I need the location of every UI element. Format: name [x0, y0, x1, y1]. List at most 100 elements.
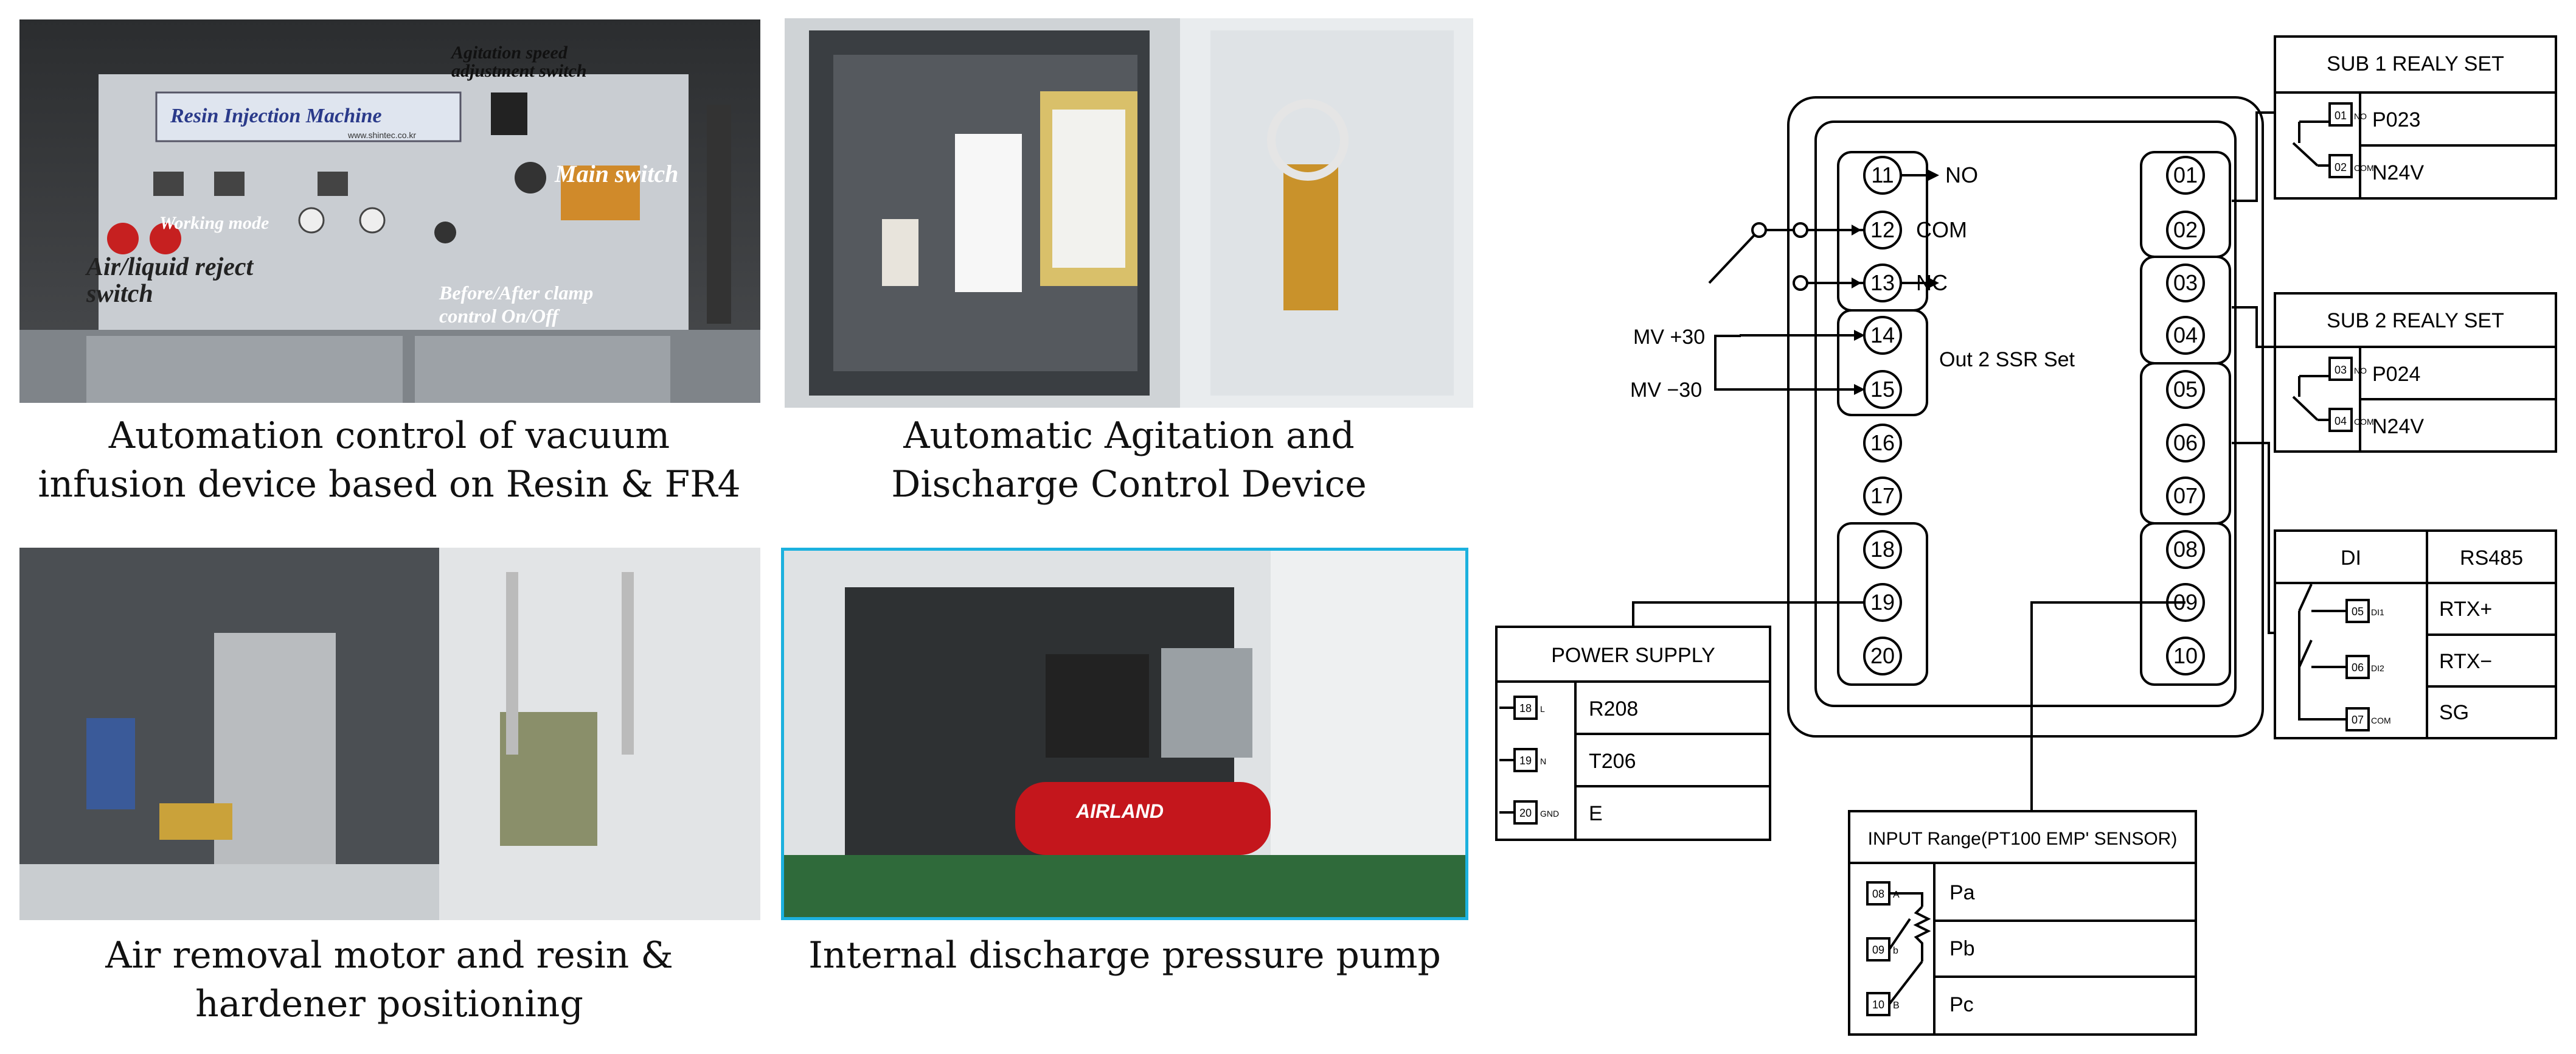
svg-text:DI1: DI1	[2371, 607, 2384, 617]
caption-photo-2: Automatic Agitation and Discharge Contro…	[891, 414, 1367, 506]
label-mv-minus: MV −30	[1630, 379, 1702, 402]
svg-text:18: 18	[1519, 702, 1532, 714]
caption-photo-4: Internal discharge pressure pump	[808, 934, 1441, 977]
svg-text:04: 04	[2335, 415, 2347, 427]
svg-text:02: 02	[2335, 161, 2347, 173]
photo-pressure-pump: AIRLAND	[781, 548, 1468, 920]
rs485-value-1: RTX+	[2439, 598, 2492, 621]
svg-text:18: 18	[1870, 537, 1895, 562]
annotation-agitation: Agitation speed adjustment switch	[451, 43, 587, 81]
power-supply-table: POWER SUPPLY 18 19 20 L N GND R208 T206 …	[1495, 601, 1864, 841]
svg-text:07: 07	[2352, 714, 2364, 726]
svg-text:04: 04	[2173, 323, 2198, 347]
svg-text:b: b	[1893, 946, 1898, 956]
power-value-3: E	[1589, 802, 1603, 825]
svg-text:10: 10	[1872, 999, 1884, 1011]
annotation-air-liquid: Air/liquid reject switch	[86, 253, 254, 308]
wiring-diagram: 11 12 13 14 15 16 17 18 19 20 01 02 03 0…	[1495, 35, 2557, 1036]
svg-text:01: 01	[2173, 162, 2198, 187]
label-mv-plus: MV +30	[1633, 326, 1705, 349]
label-nc: NC	[1916, 270, 1948, 295]
svg-text:16: 16	[1870, 430, 1895, 455]
photo-agitation-device	[785, 18, 1473, 408]
photo-air-removal-motor	[19, 548, 760, 920]
photo-control-panel: Resin Injection Machine www.shintec.co.k…	[19, 19, 760, 403]
panel-title: Resin Injection Machine	[170, 105, 382, 127]
svg-text:20: 20	[1519, 807, 1532, 819]
pump-brand: AIRLAND	[1076, 800, 1164, 822]
svg-text:08: 08	[1872, 888, 1884, 900]
sub2-value-1: P024	[2372, 363, 2420, 386]
terminal-15: 15	[1863, 370, 1902, 409]
sub1-relay-table: SUB 1 REALY SET 01 02 NO COM P023 N24V	[2232, 35, 2557, 202]
terminal-06: 06	[2166, 424, 2205, 462]
terminal-07: 07	[2166, 476, 2205, 515]
svg-text:05: 05	[2173, 377, 2198, 402]
svg-text:15: 15	[1870, 377, 1895, 402]
svg-text:A: A	[1893, 890, 1900, 900]
terminal-01: 01	[2166, 156, 2205, 195]
terminal-02: 02	[2166, 211, 2205, 250]
sub2-relay-table: SUB 2 REALY SET 03 04 NO COM P024 N24V	[2232, 292, 2557, 453]
input-value-2: Pb	[1949, 937, 1975, 960]
svg-text:COM: COM	[2354, 417, 2374, 427]
power-title: POWER SUPPLY	[1551, 644, 1715, 667]
terminal-03: 03	[2166, 264, 2205, 302]
svg-text:11: 11	[1871, 162, 1894, 187]
svg-text:DI2: DI2	[2371, 663, 2384, 673]
power-value-2: T206	[1589, 750, 1636, 773]
annotation-main-switch: Main switch	[555, 160, 679, 187]
rs485-title: RS485	[2460, 546, 2523, 570]
svg-text:NO: NO	[2354, 366, 2367, 375]
terminal-19: 19	[1863, 583, 1902, 622]
di-rs485-table: DI RS485 05 06 07 DI1 DI2 COM RTX+ RTX− …	[2232, 442, 2557, 739]
terminal-10: 10	[2166, 637, 2205, 675]
input-title: INPUT Range(PT100 EMP' SENSOR)	[1868, 829, 2178, 849]
svg-text:COM: COM	[2354, 163, 2374, 173]
svg-text:L: L	[1540, 704, 1545, 714]
label-no: NO	[1945, 162, 1978, 187]
annotation-working-mode: Working mode	[159, 213, 269, 233]
svg-text:B: B	[1893, 1000, 1900, 1011]
terminal-18: 18	[1863, 530, 1902, 569]
sub2-title: SUB 2 REALY SET	[2327, 309, 2504, 332]
svg-text:14: 14	[1870, 323, 1895, 347]
sub1-title: SUB 1 REALY SET	[2327, 52, 2504, 75]
input-value-3: Pc	[1949, 993, 1974, 1016]
svg-text:09: 09	[1872, 944, 1884, 956]
svg-text:06: 06	[2173, 430, 2198, 455]
svg-text:05: 05	[2352, 606, 2364, 618]
rs485-value-3: SG	[2439, 701, 2469, 724]
svg-text:10: 10	[2173, 643, 2198, 668]
terminal-17: 17	[1863, 476, 1902, 515]
svg-text:08: 08	[2173, 537, 2198, 562]
sub1-value-1: P023	[2372, 108, 2420, 131]
svg-text:N: N	[1540, 756, 1546, 766]
caption-photo-3: Air removal motor and resin & hardener p…	[105, 934, 673, 1025]
svg-text:06: 06	[2352, 661, 2364, 674]
terminal-16: 16	[1863, 424, 1902, 462]
di-title: DI	[2341, 546, 2361, 570]
svg-text:19: 19	[1519, 755, 1532, 767]
input-value-1: Pa	[1949, 881, 1975, 904]
terminal-20: 20	[1863, 637, 1902, 675]
terminal-04: 04	[2166, 316, 2205, 355]
svg-text:19: 19	[1870, 590, 1895, 615]
terminal-05: 05	[2166, 370, 2205, 409]
svg-text:02: 02	[2173, 217, 2198, 242]
power-value-1: R208	[1589, 697, 1638, 721]
panel-url: www.shintec.co.kr	[348, 130, 417, 140]
svg-text:GND: GND	[1540, 809, 1559, 818]
svg-text:NO: NO	[2354, 111, 2367, 121]
terminal-13: 13	[1863, 264, 1902, 302]
svg-text:17: 17	[1870, 483, 1895, 508]
input-range-table: INPUT Range(PT100 EMP' SENSOR) 08 09 10 …	[1848, 601, 2197, 1036]
svg-text:07: 07	[2173, 483, 2198, 508]
svg-text:03: 03	[2173, 270, 2198, 295]
svg-text:20: 20	[1870, 643, 1895, 668]
label-com: COM	[1916, 217, 1967, 242]
svg-text:12: 12	[1870, 217, 1895, 242]
caption-photo-1: Automation control of vacuum infusion de…	[38, 414, 741, 506]
sub1-value-2: N24V	[2372, 161, 2424, 184]
rs485-value-2: RTX−	[2439, 650, 2492, 673]
